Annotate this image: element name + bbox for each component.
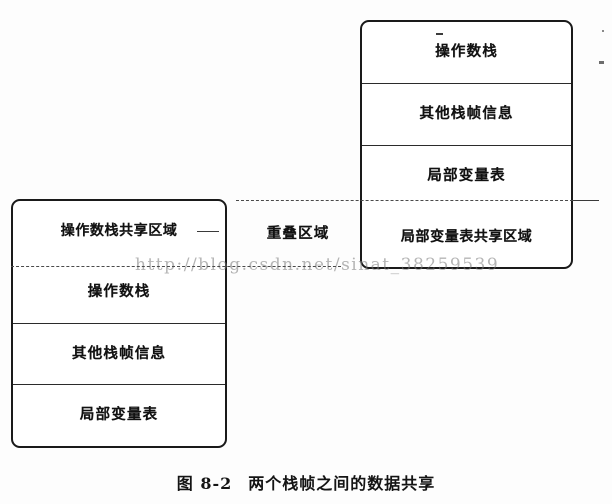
upper-slot-local-variable-shared-region: 局部变量表共享区域 — [362, 206, 571, 267]
scan-speck-mark — [602, 30, 604, 32]
lower-shared-region-dashed-line — [11, 266, 341, 267]
upper-slot-other-frame-info: 其他栈帧信息 — [362, 82, 571, 145]
upper-slot-operand-stack: 操作数栈 — [362, 22, 571, 83]
upper-slot-label-0: 操作数栈 — [435, 44, 498, 61]
upper-shared-region-dashed-line — [236, 200, 573, 201]
upper-stack-frame: 操作数栈 其他栈帧信息 局部变量表 局部变量表共享区域 — [360, 20, 573, 269]
lower-slot-label-2: 其他栈帧信息 — [71, 345, 167, 362]
lower-slot-local-variable-table: 局部变量表 — [13, 384, 225, 446]
lower-stack-frame: 操作数栈共享区域 操作数栈 其他栈帧信息 局部变量表 — [11, 199, 227, 448]
figure-number: 图 8-2 — [176, 474, 233, 493]
overlap-region-label: 重叠区域 — [266, 226, 330, 242]
lower-slot-label-0: 操作数栈共享区域 — [60, 223, 178, 240]
upper-slot-label-3: 局部变量表共享区域 — [400, 228, 533, 245]
lower-slot-label-3: 局部变量表 — [79, 407, 159, 424]
left-leader-line — [197, 231, 219, 232]
lower-slot-label-1: 操作数栈 — [87, 283, 151, 300]
upper-slot-label-2: 局部变量表 — [427, 167, 506, 184]
lower-slot-operand-stack-shared-region: 操作数栈共享区域 — [13, 201, 225, 262]
right-leader-line — [573, 200, 599, 201]
figure-title: 两个栈帧之间的数据共享 — [248, 474, 436, 493]
scan-tick-mark — [436, 33, 443, 35]
upper-slot-label-1: 其他栈帧信息 — [419, 105, 514, 122]
upper-slot-local-variable-table: 局部变量表 — [362, 144, 571, 207]
figure-caption: 图 8-2 两个栈帧之间的数据共享 — [0, 470, 612, 494]
lower-slot-operand-stack: 操作数栈 — [13, 262, 225, 323]
scan-dot-mark — [599, 61, 604, 64]
lower-slot-other-frame-info: 其他栈帧信息 — [13, 322, 225, 385]
